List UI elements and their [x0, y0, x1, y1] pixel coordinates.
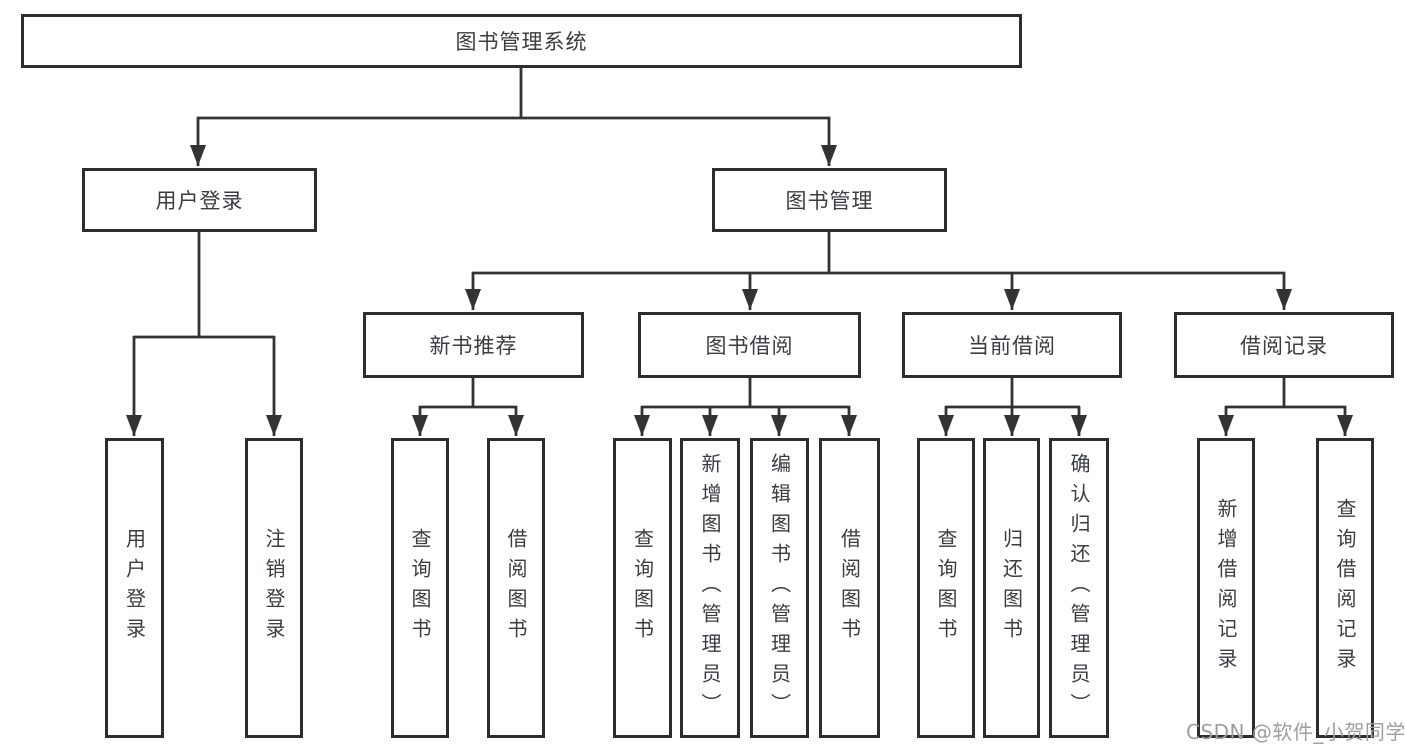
- node-library-management-system: 图书管理系统: [21, 14, 1022, 68]
- leaf-query-books-borrowing: 查询图书: [613, 438, 672, 738]
- node-user-login: 用户登录: [82, 168, 317, 232]
- node-book-borrowing: 图书借阅: [638, 312, 861, 378]
- leaf-query-books-recommend: 查询图书: [391, 438, 449, 738]
- leaf-return-book: 归还图书: [983, 438, 1040, 738]
- node-new-book-recommendation: 新书推荐: [363, 312, 584, 378]
- leaf-query-borrow-record: 查询借阅记录: [1316, 438, 1374, 738]
- node-book-management: 图书管理: [712, 168, 947, 232]
- leaf-borrow-books-recommend: 借阅图书: [487, 438, 545, 738]
- leaf-add-borrow-record: 新增借阅记录: [1197, 438, 1255, 738]
- node-current-borrowing: 当前借阅: [902, 312, 1122, 378]
- leaf-edit-book-admin: 编辑图书（管理员）: [750, 438, 809, 738]
- leaf-add-book-admin: 新增图书（管理员）: [680, 438, 740, 738]
- leaf-borrow-books-borrowing: 借阅图书: [819, 438, 880, 738]
- node-borrowing-records: 借阅记录: [1174, 312, 1394, 378]
- csdn-watermark: CSDN @软件_小贺同学: [1186, 720, 1405, 744]
- leaf-query-books-current: 查询图书: [917, 438, 975, 738]
- connectors-group: [126, 68, 1353, 436]
- leaf-user-login: 用户登录: [105, 438, 164, 738]
- leaf-confirm-return-admin: 确认归还（管理员）: [1049, 438, 1109, 738]
- leaf-logout: 注销登录: [245, 438, 303, 738]
